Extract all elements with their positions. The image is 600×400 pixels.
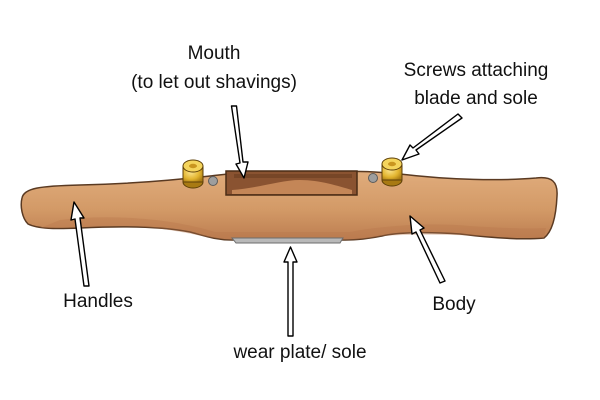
arrow-handles [70, 201, 90, 287]
arrow-mouth [230, 105, 249, 179]
arrow-sole [283, 246, 298, 337]
label-mouth-title: Mouth [188, 43, 241, 64]
label-handles: Handles [63, 291, 133, 312]
label-mouth-subtitle: (to let out shavings) [131, 72, 297, 93]
label-sole: wear plate/ sole [232, 342, 366, 363]
mouth-inner [232, 180, 352, 194]
wear-plate [230, 237, 344, 244]
label-screws-line2: blade and sole [414, 88, 538, 109]
brass-screw-left [182, 159, 204, 189]
screw-hole-right [368, 173, 378, 183]
mouth-lip [234, 174, 352, 178]
arrow-screws [401, 113, 463, 161]
label-body: Body [432, 294, 476, 315]
label-screws-line1: Screws attaching [404, 60, 549, 81]
brass-screw-right [381, 157, 403, 187]
screw-hole-left [208, 176, 218, 186]
arrow-body [409, 215, 446, 284]
spokeshave-body-shape [20, 170, 558, 241]
